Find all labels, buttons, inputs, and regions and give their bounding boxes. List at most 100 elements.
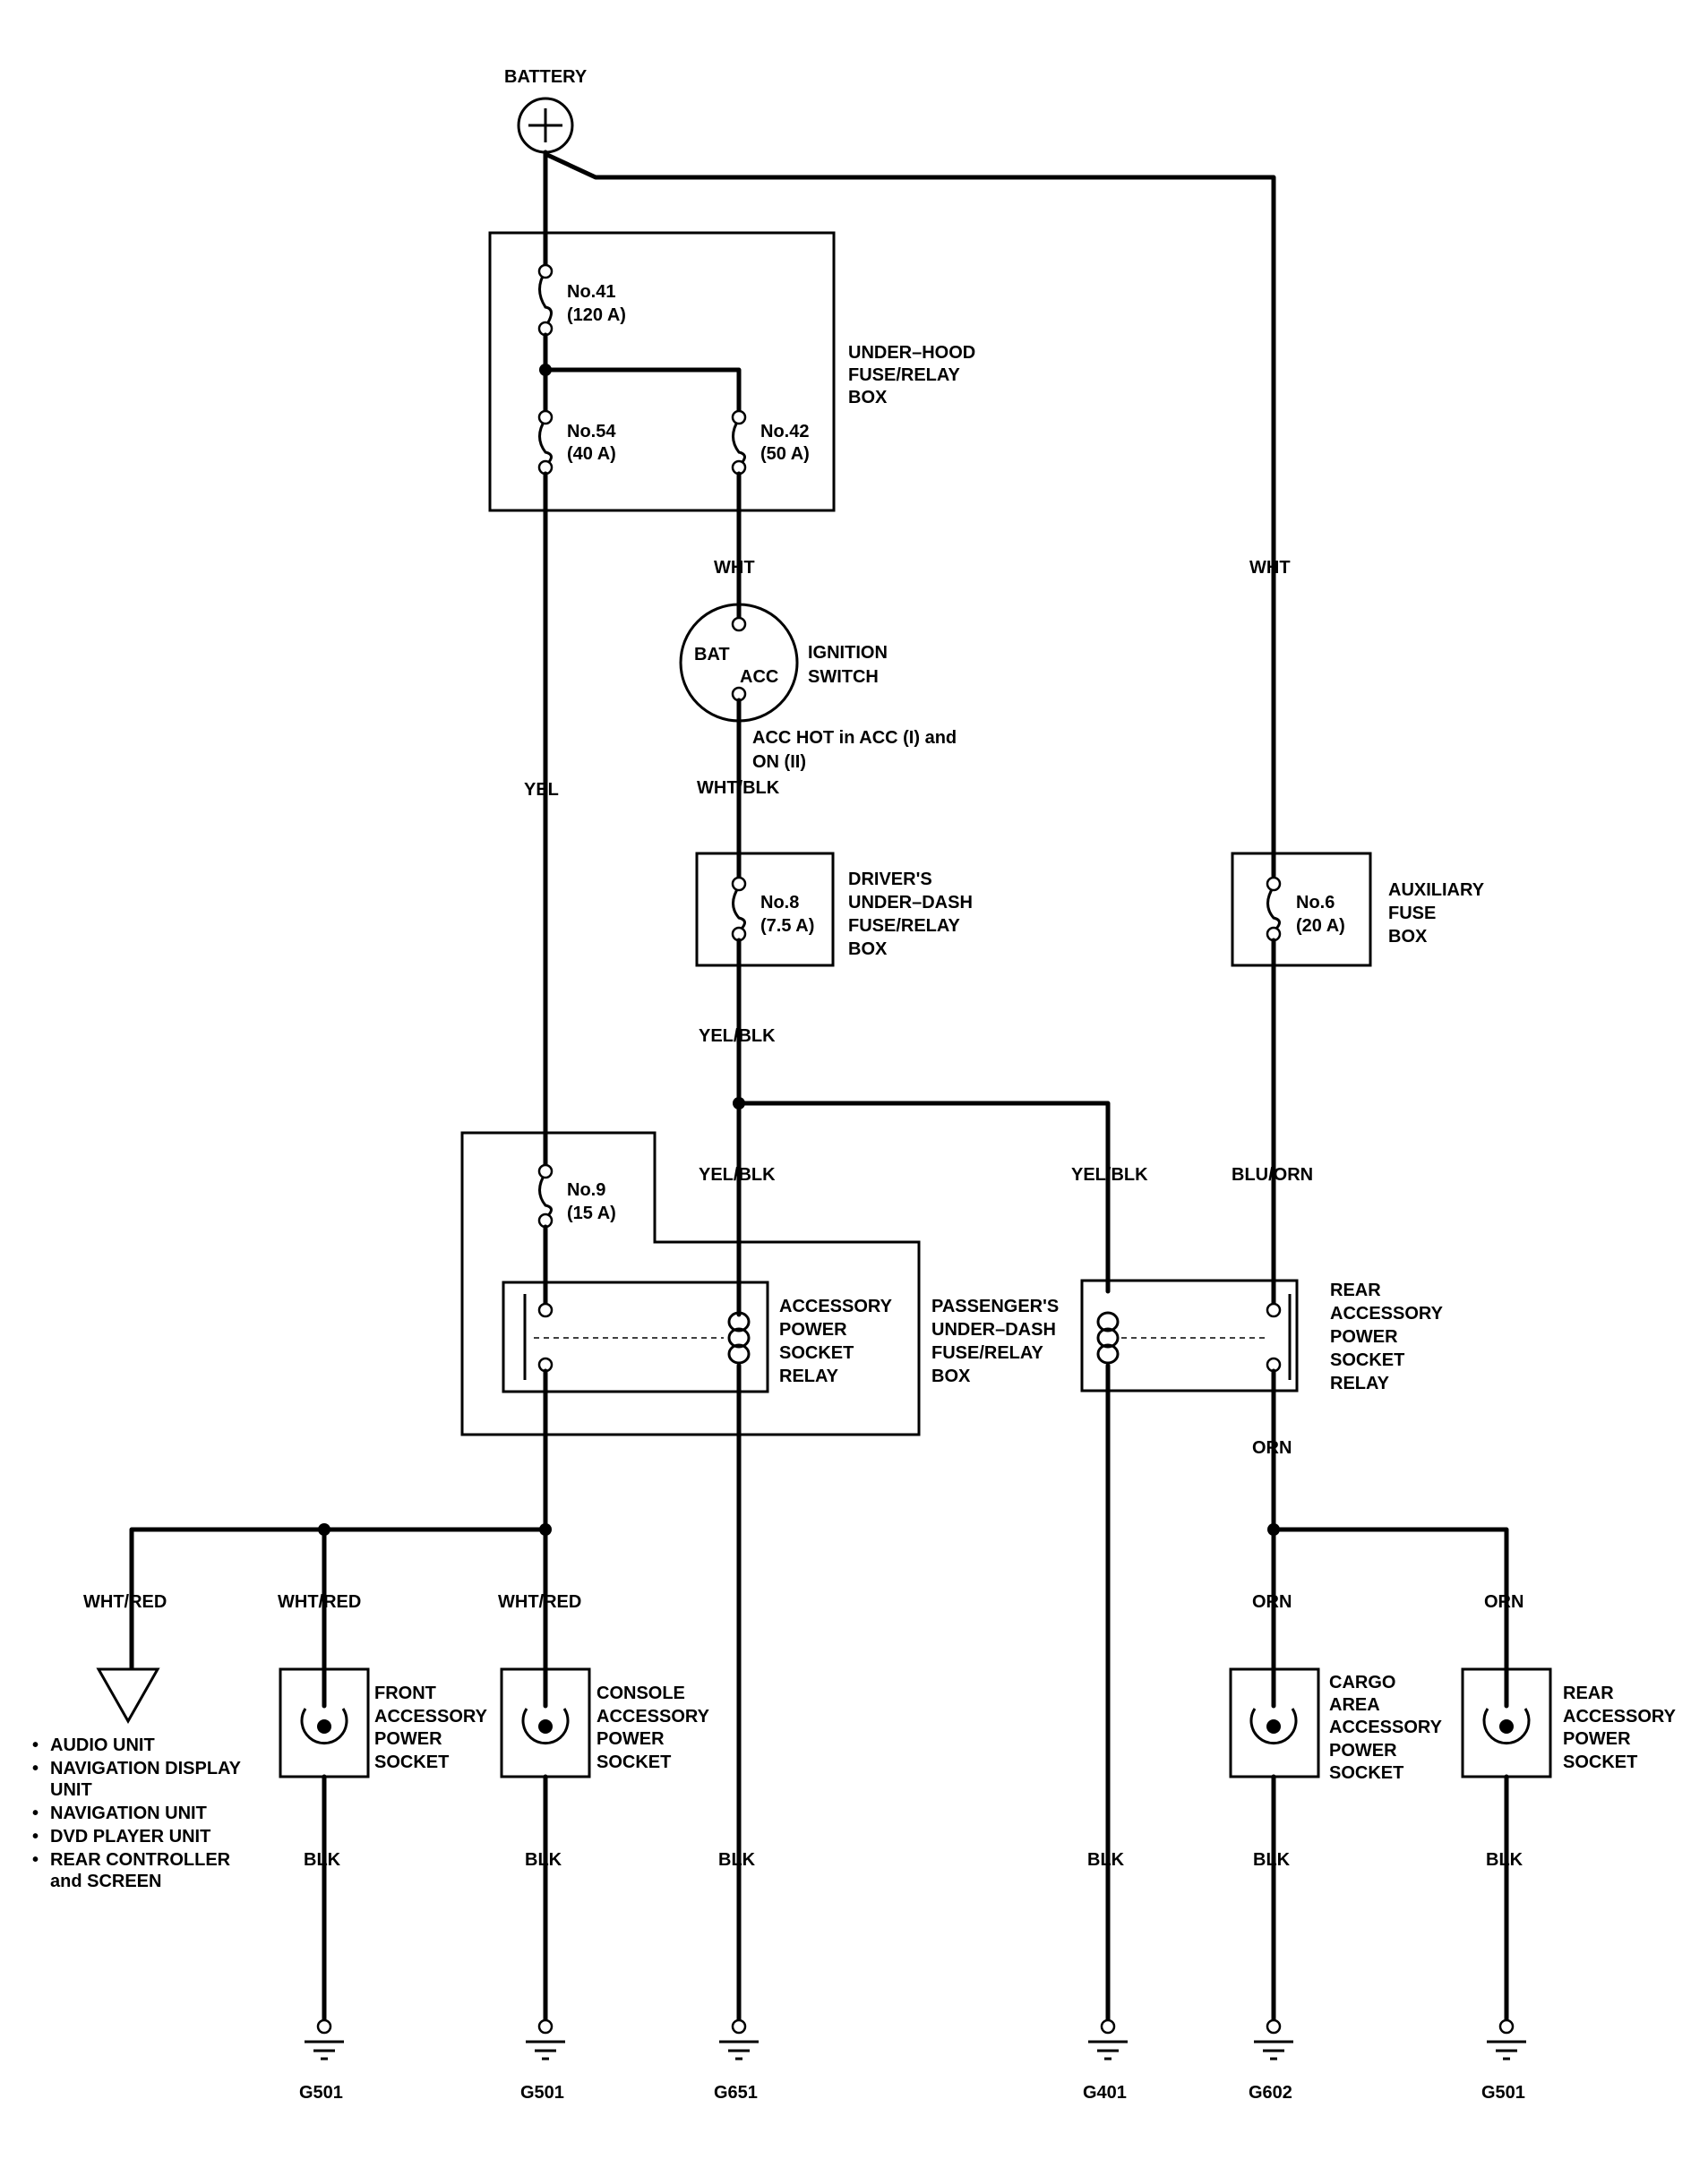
svg-text:PASSENGER'S: PASSENGER'S	[931, 1297, 1059, 1316]
svg-text:UNDER–HOOD: UNDER–HOOD	[848, 343, 975, 363]
svg-text:BOX: BOX	[1388, 927, 1428, 947]
ground-label-5: G602	[1249, 2083, 1292, 2103]
ground-label-6: G501	[1481, 2083, 1525, 2103]
relay-coil-right	[1096, 1311, 1120, 1365]
fuse-54	[537, 409, 554, 476]
svg-text:FUSE/RELAY: FUSE/RELAY	[848, 365, 961, 385]
ground-symbol-g501-2	[526, 2018, 565, 2061]
wire-label-blk-6: BLK	[1486, 1850, 1523, 1870]
accessory-power-socket-relay	[502, 1281, 769, 1393]
ground-label-2: G501	[520, 2083, 564, 2103]
svg-text:BOX: BOX	[848, 939, 888, 959]
svg-text:POWER: POWER	[1330, 1327, 1398, 1347]
svg-text:NAVIGATION DISPLAY: NAVIGATION DISPLAY	[50, 1759, 242, 1778]
aux-box-label: AUXILIARY FUSE BOX	[1388, 880, 1485, 947]
svg-text:IGNITION: IGNITION	[808, 643, 888, 663]
svg-text:SOCKET: SOCKET	[1329, 1763, 1403, 1783]
svg-text:BOX: BOX	[931, 1367, 971, 1386]
fuse-54-label: No.54	[567, 422, 616, 441]
svg-text:BOX: BOX	[848, 388, 888, 407]
svg-text:•: •	[32, 1759, 39, 1778]
svg-text:(40 A): (40 A)	[567, 444, 616, 464]
wire-label-wht-blk: WHT/BLK	[697, 778, 780, 798]
svg-text:AUDIO UNIT: AUDIO UNIT	[50, 1735, 155, 1755]
drivers-box-label: DRIVER'S UNDER–DASH FUSE/RELAY BOX	[848, 870, 973, 959]
wire-label-yel: YEL	[524, 780, 559, 800]
underhood-box	[488, 231, 836, 512]
splice-underhood	[539, 364, 552, 376]
wire-label-yel-blk-3: YEL/BLK	[1071, 1165, 1148, 1185]
audio-connector-triangle	[96, 1667, 160, 1725]
drivers-underdash-box	[695, 852, 835, 967]
svg-text:POWER: POWER	[374, 1729, 442, 1749]
svg-text:(120 A): (120 A)	[567, 305, 626, 325]
svg-text:(50 A): (50 A)	[760, 444, 810, 464]
svg-text:•: •	[32, 1850, 39, 1870]
wire-label-wht-red-2: WHT/RED	[278, 1592, 361, 1612]
svg-text:RELAY: RELAY	[1330, 1374, 1390, 1393]
fuse-9	[537, 1163, 554, 1229]
wire-label-blk-4: BLK	[1087, 1850, 1125, 1870]
svg-text:•: •	[32, 1804, 39, 1823]
relay-label-accessory: ACCESSORY POWER SOCKET RELAY	[779, 1297, 893, 1386]
battery-symbol	[517, 97, 574, 154]
svg-text:SOCKET: SOCKET	[1330, 1350, 1404, 1370]
svg-text:FUSE/RELAY: FUSE/RELAY	[931, 1343, 1044, 1363]
wire-label-blu-orn: BLU/ORN	[1232, 1165, 1313, 1185]
wire-label-orn-2: ORN	[1252, 1592, 1292, 1612]
ground-symbol-g501-3	[1487, 2018, 1526, 2061]
fuse-6-label: No.6	[1296, 893, 1335, 913]
wire-to-fuse42	[543, 367, 742, 416]
svg-text:RELAY: RELAY	[779, 1367, 839, 1386]
wire-yel-blk-branch	[736, 1101, 1111, 1294]
fuse-6	[1266, 876, 1282, 942]
svg-text:SOCKET: SOCKET	[597, 1752, 671, 1772]
svg-text:ACC HOT in ACC (I) and: ACC HOT in ACC (I) and	[752, 728, 957, 748]
svg-text:POWER: POWER	[779, 1320, 847, 1340]
svg-text:(20 A): (20 A)	[1296, 916, 1345, 936]
wire-label-blk-5: BLK	[1253, 1850, 1291, 1870]
underhood-label: UNDER–HOOD FUSE/RELAY BOX	[848, 343, 975, 407]
svg-text:UNDER–DASH: UNDER–DASH	[931, 1320, 1056, 1340]
audio-unit-list: AUDIO UNIT NAVIGATION DISPLAY UNIT NAVIG…	[32, 1735, 242, 1891]
svg-text:ACCESSORY: ACCESSORY	[1330, 1304, 1444, 1324]
svg-text:SOCKET: SOCKET	[374, 1752, 449, 1772]
fuse-41-label: No.41	[567, 282, 615, 302]
ground-symbol-g602	[1254, 2018, 1293, 2061]
svg-text:(7.5 A): (7.5 A)	[760, 916, 814, 936]
svg-text:AUXILIARY: AUXILIARY	[1388, 880, 1485, 900]
rear-relay-label: REAR ACCESSORY POWER SOCKET RELAY	[1330, 1281, 1444, 1393]
wire-label-wht-red-3: WHT/RED	[498, 1592, 581, 1612]
fuse-8-label: No.8	[760, 893, 799, 913]
svg-text:POWER: POWER	[1329, 1741, 1397, 1761]
svg-text:DVD PLAYER UNIT: DVD PLAYER UNIT	[50, 1827, 210, 1847]
ground-label-1: G501	[299, 2083, 343, 2103]
svg-text:ACCESSORY: ACCESSORY	[374, 1707, 488, 1727]
wire-label-wht-red-1: WHT/RED	[83, 1592, 167, 1612]
ground-label-4: G401	[1083, 2083, 1127, 2103]
wire-label-yel-blk-2: YEL/BLK	[699, 1165, 776, 1185]
wire-orn-bus	[1271, 1527, 1509, 1709]
console-socket-label: CONSOLE ACCESSORY POWER SOCKET	[597, 1684, 710, 1772]
ground-symbol-g651	[719, 2018, 759, 2061]
rear-accessory-power-socket-relay	[1080, 1279, 1299, 1392]
ignition-bat: BAT	[694, 645, 730, 664]
svg-text:REAR: REAR	[1330, 1281, 1381, 1300]
front-socket-label: FRONT ACCESSORY POWER SOCKET	[374, 1684, 488, 1772]
wire-wht-red-bus	[129, 1527, 548, 1670]
wire-label-blk-3: BLK	[718, 1850, 756, 1870]
passengers-box-label: PASSENGER'S UNDER–DASH FUSE/RELAY BOX	[931, 1297, 1059, 1386]
wire-label-blk-2: BLK	[525, 1850, 562, 1870]
svg-text:POWER: POWER	[597, 1729, 665, 1749]
svg-text:FRONT: FRONT	[374, 1684, 436, 1703]
svg-text:UNIT: UNIT	[50, 1780, 92, 1800]
svg-text:CARGO: CARGO	[1329, 1673, 1395, 1692]
svg-text:ON (II): ON (II)	[752, 752, 806, 772]
splice-yel-blk	[733, 1097, 745, 1110]
svg-text:CONSOLE: CONSOLE	[597, 1684, 685, 1703]
fuse-9-label: No.9	[567, 1180, 605, 1200]
svg-text:SWITCH: SWITCH	[808, 667, 879, 687]
wire-label-yel-blk-1: YEL/BLK	[699, 1026, 776, 1046]
svg-text:FUSE: FUSE	[1388, 904, 1436, 923]
